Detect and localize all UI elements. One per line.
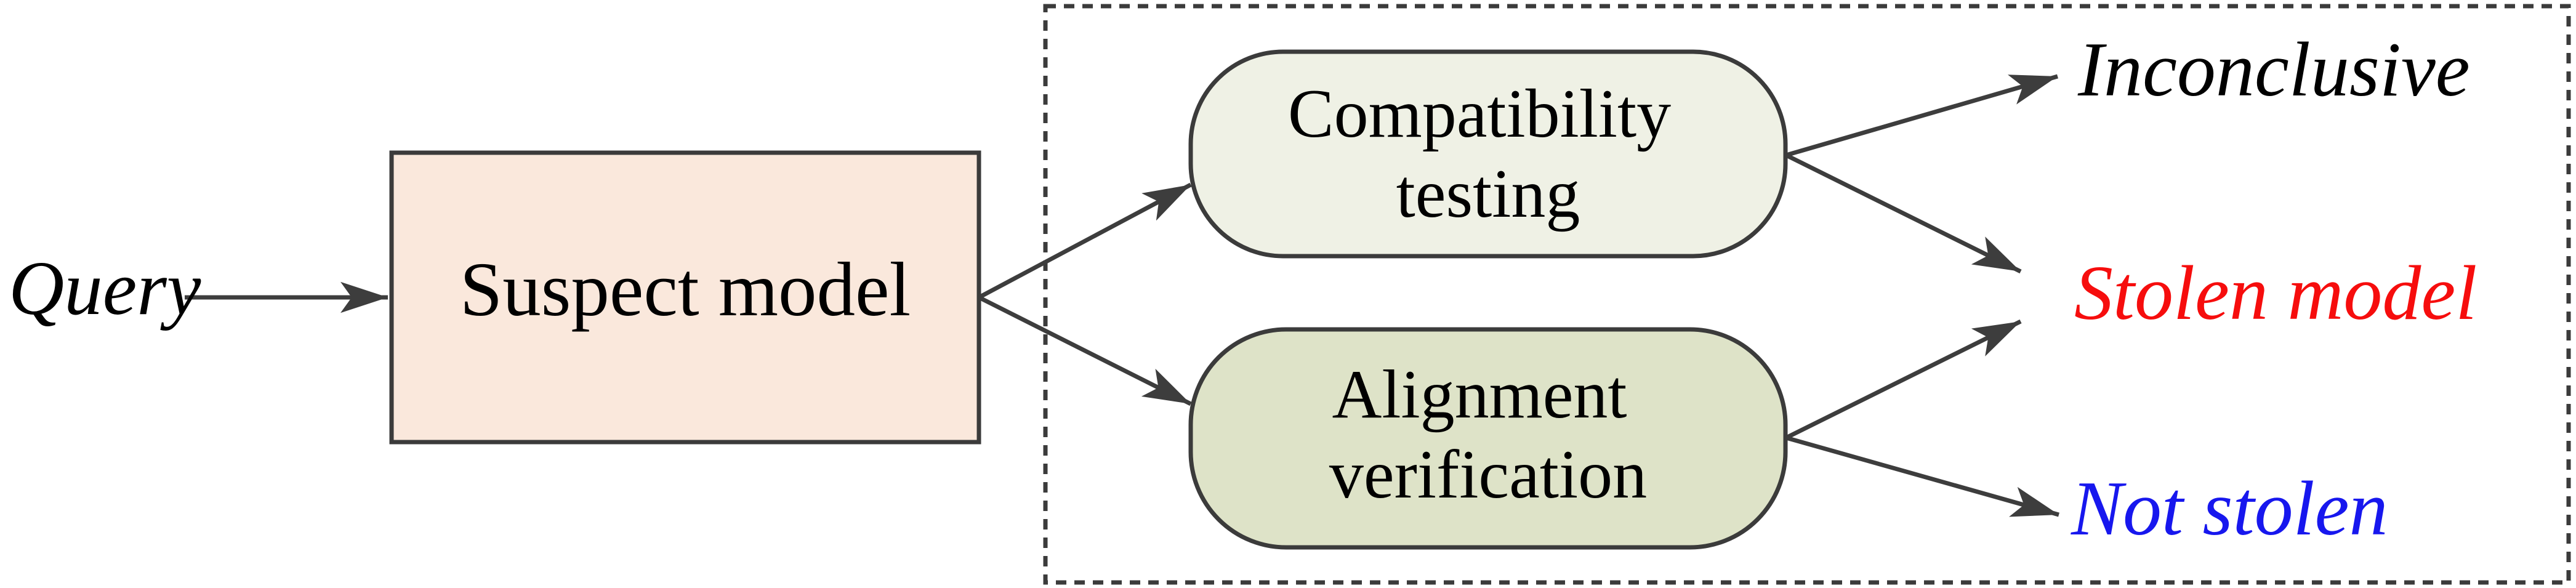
- edge-alignment-to-stolen: [1785, 319, 2022, 440]
- suspect-model-node: [389, 150, 981, 445]
- suspect-model-label: Suspect model: [460, 248, 911, 332]
- compatibility-testing-label: Compatibility testing: [1288, 76, 1688, 232]
- alignment-verification-label-line1: Alignment: [1332, 356, 1627, 433]
- edge-suspect-to-alignment: [978, 295, 1192, 406]
- evaluation-dashed-container: [1043, 4, 2571, 585]
- edge-suspect-to-compatibility: [978, 182, 1192, 300]
- compatibility-testing-node: [1188, 49, 1788, 259]
- alignment-verification-node: [1188, 327, 1788, 550]
- query-input-label: Query: [9, 246, 201, 331]
- edge-compatibility-to-stolen: [1785, 153, 2022, 274]
- compatibility-testing-label-line1: Compatibility: [1288, 76, 1671, 152]
- alignment-verification-label: Alignment verification: [1329, 356, 1647, 513]
- outcome-inconclusive-label: Inconclusive: [2077, 27, 2470, 113]
- edge-alignment-to-not-stolen: [1785, 435, 2059, 517]
- compatibility-testing-label-line2: testing: [1396, 156, 1580, 232]
- outcome-not-stolen-label: Not stolen: [2071, 466, 2388, 552]
- alignment-verification-label-line2: verification: [1329, 437, 1647, 513]
- outcome-stolen-model-label: Stolen model: [2074, 251, 2477, 336]
- edge-compatibility-to-inconclusive: [1785, 74, 2058, 158]
